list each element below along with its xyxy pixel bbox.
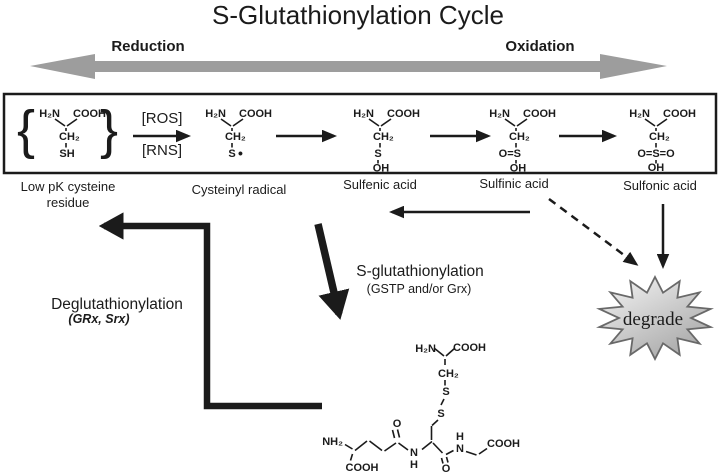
structure-cysteinyl-radical: H₂N COOH CH₂ S • <box>205 108 272 161</box>
structure-label: Sulfinic acid <box>479 176 548 191</box>
bond <box>380 118 392 127</box>
structure-low-pk-cysteine: { } H₂N COOH CH₂ SH <box>17 100 118 160</box>
brace-open: { <box>17 100 35 160</box>
acid-group: COOH <box>453 342 486 354</box>
thiol-group: SH <box>59 148 74 160</box>
s-glutathionylation-arrow <box>314 223 350 320</box>
hydroxyl-group: OH <box>510 163 527 175</box>
sulfur-lower: S <box>437 408 444 420</box>
oxidation-label: Oxidation <box>505 38 574 55</box>
bond <box>465 450 477 456</box>
amide-nitrogen-right: N <box>456 443 464 455</box>
structure-label: Sulfenic acid <box>343 177 417 192</box>
deglutathionylation-label: Deglutathionylation <box>51 296 183 313</box>
sulfur-upper: S <box>442 386 449 398</box>
amine-group: H₂N <box>415 343 436 355</box>
amide-hydrogen-right: H <box>456 431 464 443</box>
sulfonyl-group: O=S=O <box>637 148 675 160</box>
structure-sulfonic-acid: H₂N COOH CH₂ O=S=O OH <box>629 108 696 174</box>
bond <box>432 442 444 454</box>
reduction-label: Reduction <box>111 38 184 55</box>
s-glutathionylation-label: S-glutathionylation <box>356 263 484 280</box>
bond <box>421 440 433 451</box>
amide-nitrogen-left: N <box>410 447 418 459</box>
bond <box>445 456 449 463</box>
methylene-group: CH₂ <box>373 131 394 143</box>
bond <box>516 118 528 127</box>
acid-group: COOH <box>523 108 556 120</box>
radical-dot: • <box>238 145 243 161</box>
acid-group: COOH <box>239 108 272 120</box>
glutamate-amine: NH₂ <box>322 436 343 448</box>
bond <box>433 347 445 357</box>
bond <box>445 347 456 357</box>
structure-sulfinic-acid: H₂N COOH CH₂ O=S OH <box>489 108 556 175</box>
bond <box>391 429 396 439</box>
sulfur-group: S <box>374 148 381 160</box>
amine-group: H₂N <box>39 108 60 120</box>
glutathione-adduct-structure: H₂N COOH CH₂ S S N H O NH₂ COOH O H N <box>322 342 520 472</box>
bond <box>396 429 401 438</box>
deglutathionylation-enzymes: (GRx, Srx) <box>68 312 129 326</box>
structure-label: Low pK cysteine <box>21 179 116 194</box>
amide-hydrogen-left: H <box>410 459 418 471</box>
methylene-group: CH₂ <box>438 368 459 380</box>
methylene-group: CH₂ <box>225 131 246 143</box>
bond <box>644 118 656 127</box>
bond <box>344 443 353 450</box>
bond <box>232 118 244 127</box>
amine-group: H₂N <box>353 108 374 120</box>
carbonyl-oxygen-left: O <box>393 418 402 430</box>
sulfinic-degrade-dashed-arrow <box>548 197 639 266</box>
sulfinyl-group: O=S <box>499 148 521 160</box>
bond <box>440 398 445 406</box>
ros-label: [ROS] <box>142 110 183 127</box>
s-glutathionylation-enzymes: (GSTP and/or Grx) <box>367 282 472 296</box>
page-title: S-Glutathionylation Cycle <box>212 0 504 30</box>
carbonyl-oxygen-right: O <box>442 463 451 472</box>
bond <box>368 118 380 127</box>
bond <box>384 442 397 452</box>
bond <box>220 118 232 127</box>
reduction-oxidation-double-arrow <box>30 54 667 79</box>
sulfur-group: S <box>228 148 235 160</box>
brace-close: } <box>100 100 118 160</box>
bond <box>369 440 383 452</box>
hydroxyl-group: OH <box>373 163 390 175</box>
bond <box>656 118 668 127</box>
bond <box>349 453 354 461</box>
methylene-group: CH₂ <box>649 131 670 143</box>
degrade-label: degrade <box>623 309 683 330</box>
methylene-group: CH₂ <box>59 131 80 143</box>
bond <box>431 419 439 427</box>
acid-group: COOH <box>663 108 696 120</box>
amine-group: H₂N <box>205 108 226 120</box>
bond <box>54 118 66 127</box>
bond <box>478 447 488 455</box>
structure-label: Sulfonic acid <box>623 178 697 193</box>
methylene-group: CH₂ <box>509 131 530 143</box>
bond <box>445 449 454 456</box>
bond <box>440 457 444 464</box>
structure-label: Cysteinyl radical <box>192 182 287 197</box>
structure-sulfenic-acid: H₂N COOH CH₂ S OH <box>353 108 420 175</box>
acid-group: COOH <box>387 108 420 120</box>
deglutathionylation-arrow <box>98 212 322 410</box>
bond <box>354 440 368 452</box>
degrade-starburst <box>596 275 714 361</box>
amine-group: H₂N <box>489 108 510 120</box>
bond <box>504 118 516 127</box>
amine-group: H₂N <box>629 108 650 120</box>
bond <box>398 442 409 451</box>
bond <box>66 118 78 127</box>
structure-label: residue <box>47 195 90 210</box>
structures-box <box>2 92 718 175</box>
acid-group: COOH <box>73 108 106 120</box>
glycine-acid: COOH <box>487 438 520 450</box>
hydroxyl-group: OH <box>648 162 665 174</box>
rns-label: [RNS] <box>142 142 182 159</box>
glutamate-acid: COOH <box>346 462 379 472</box>
